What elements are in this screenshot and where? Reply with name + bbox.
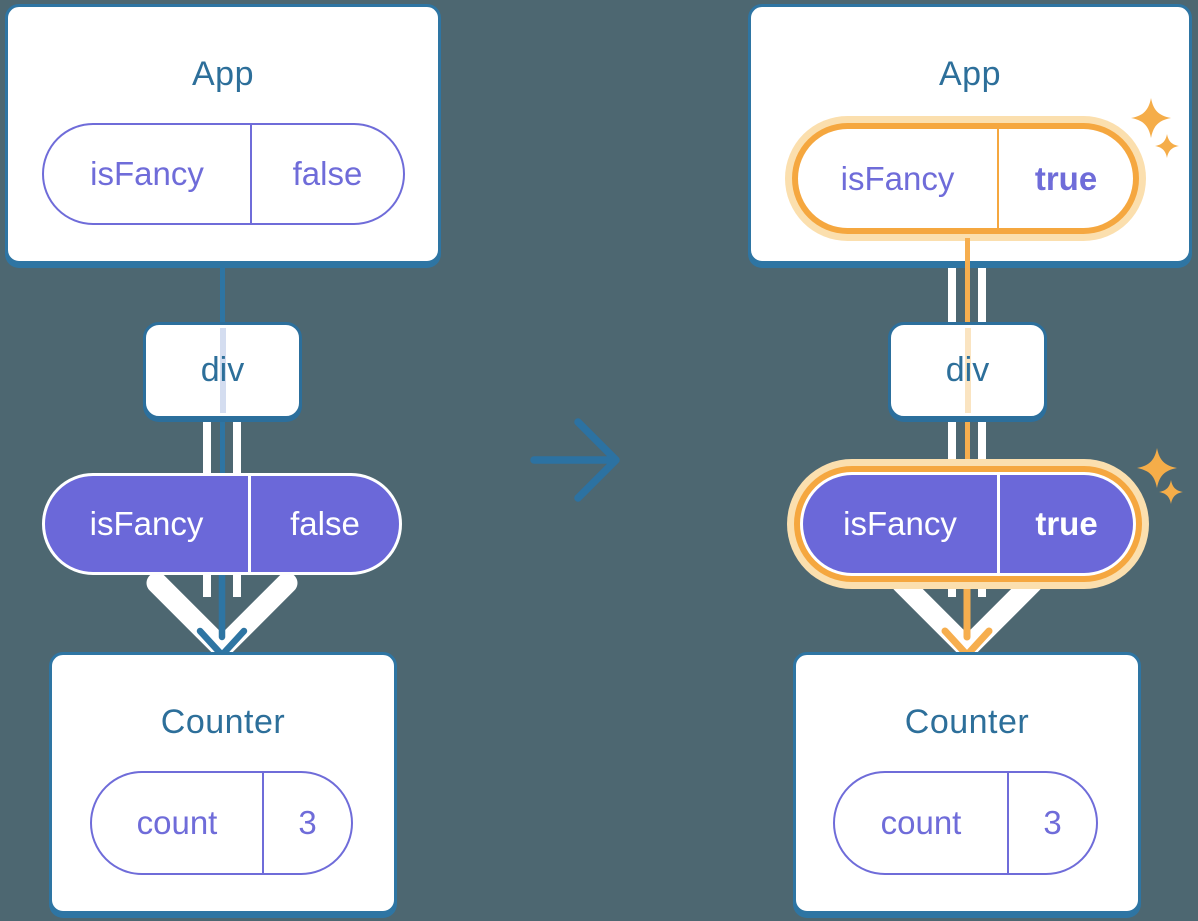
- tree-edge-div-pill-after: [964, 419, 970, 473]
- sparkle-icon: [1155, 134, 1179, 158]
- prop-name: isFancy: [843, 505, 957, 542]
- component-title: div: [200, 351, 245, 389]
- app-card-after: App isFancy true: [748, 4, 1192, 264]
- state-pill: count 3: [90, 771, 353, 875]
- prop-flow-line-right-before: [233, 419, 241, 473]
- state-value: false: [250, 125, 403, 223]
- prop-flow-arrow-icon: [891, 572, 1043, 659]
- down-arrow-icon: [941, 571, 993, 659]
- state-name: count: [136, 804, 218, 841]
- prop-flow-line-left-after-1: [948, 264, 956, 322]
- state-name: count: [880, 804, 962, 841]
- tree-edge-div-pill-before: [219, 419, 225, 473]
- counter-card-before: Counter count 3: [49, 652, 397, 914]
- prop-flow-stub-right-before: [233, 573, 241, 597]
- prop-value: false: [248, 476, 399, 572]
- prop-pill-before: isFancy false: [42, 473, 402, 575]
- state-value: 3: [1007, 773, 1096, 873]
- component-title: div: [945, 351, 990, 389]
- down-arrow-icon: [196, 571, 248, 659]
- transition-arrow-icon: [530, 418, 620, 502]
- prop-flow-stub-right-after: [978, 573, 986, 597]
- prop-value: true: [997, 475, 1133, 573]
- app-card-before: App isFancy false: [5, 4, 441, 264]
- component-title: Counter: [160, 703, 286, 741]
- prop-name: isFancy: [89, 505, 204, 542]
- prop-flow-line-right-after-1: [978, 264, 986, 322]
- component-title: App: [192, 55, 254, 93]
- sparkle-icon: [1137, 448, 1177, 488]
- tree-edge-app-div-after: [964, 238, 970, 322]
- faded-tree-line: [219, 328, 226, 413]
- tree-edge-app-div-before: [220, 264, 225, 322]
- prop-flow-line-right-after-2: [978, 419, 986, 473]
- component-title: Counter: [904, 703, 1030, 741]
- state-pill: isFancy false: [42, 123, 405, 225]
- div-node-before: div: [143, 322, 302, 419]
- div-node-after: div: [888, 322, 1047, 419]
- counter-card-after: Counter count 3: [793, 652, 1141, 914]
- state-name: isFancy: [90, 155, 204, 192]
- state-name: isFancy: [840, 159, 955, 197]
- prop-flow-stub-left-before: [203, 573, 211, 597]
- prop-flow-line-left-after-2: [948, 419, 956, 473]
- prop-pill-after: isFancy true: [803, 475, 1133, 573]
- state-value: true: [997, 129, 1133, 228]
- prop-flow-arrow-icon: [146, 572, 298, 659]
- sparkle-icon: [1159, 480, 1183, 504]
- component-title: App: [939, 55, 1001, 93]
- state-value: 3: [262, 773, 351, 873]
- prop-flow-line-left-before: [203, 419, 211, 473]
- prop-flow-stub-left-after: [948, 573, 956, 597]
- sparkle-icon: [1131, 98, 1171, 138]
- state-pill: count 3: [833, 771, 1098, 875]
- faded-tree-line: [964, 328, 971, 413]
- state-pill-highlighted: isFancy true: [798, 129, 1133, 228]
